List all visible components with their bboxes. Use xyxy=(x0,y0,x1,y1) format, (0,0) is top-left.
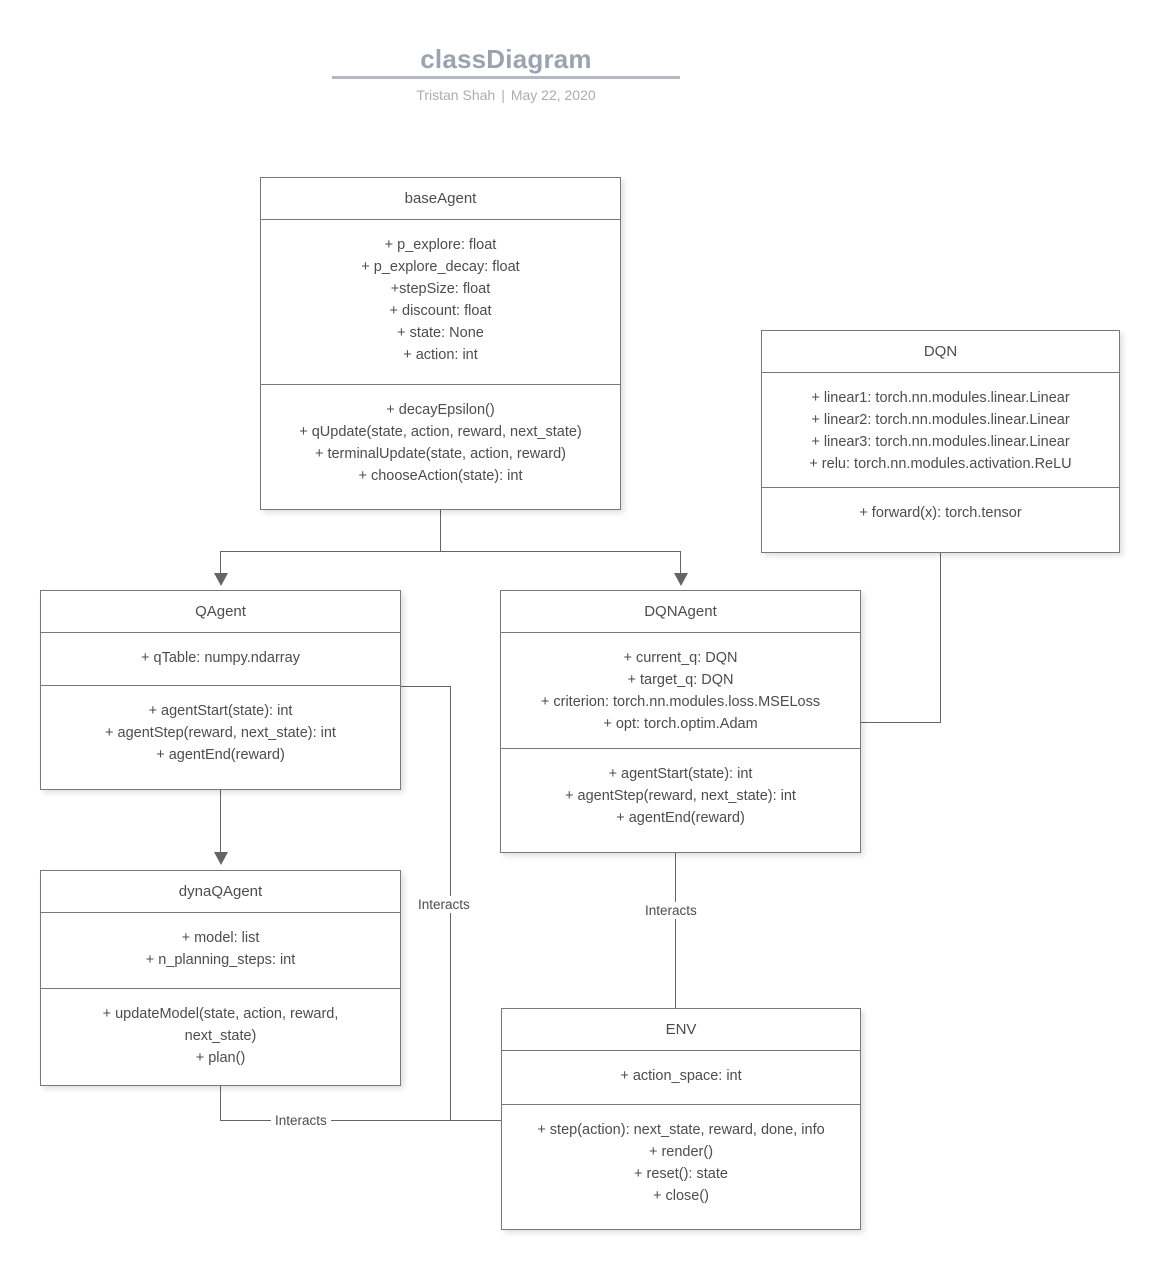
byline-date: May 22, 2020 xyxy=(510,87,596,103)
attribute-list: + qTable: numpy.ndarray xyxy=(141,650,300,666)
edge-label-dqnagent-env: Interacts xyxy=(641,902,701,919)
method-list: + agentStart(state): int + agentStep(rew… xyxy=(105,703,336,763)
class-name-dqnagent: DQNAgent xyxy=(501,591,860,633)
class-attributes-dynaqagent: + model: list + n_planning_steps: int xyxy=(41,913,400,989)
page-title: classDiagram xyxy=(420,44,592,74)
edge-label-dynaqagent-env: Interacts xyxy=(271,1112,331,1129)
connector-baseagent-to-qagent xyxy=(220,551,221,574)
connector-baseagent-to-dqnagent xyxy=(680,551,681,574)
connector-dqn-to-dqnagent-horizontal xyxy=(860,722,941,723)
connector-qagent-to-dynaqagent xyxy=(220,790,221,853)
class-box-dqn[interactable]: DQN + linear1: torch.nn.modules.linear.L… xyxy=(761,330,1120,553)
class-box-dynaqagent[interactable]: dynaQAgent + model: list + n_planning_st… xyxy=(40,870,401,1086)
method-list: + step(action): next_state, reward, done… xyxy=(537,1122,825,1204)
edge-label-qagent-env: Interacts xyxy=(414,896,474,913)
attribute-list: + current_q: DQN + target_q: DQN + crite… xyxy=(540,650,821,732)
class-methods-dqn: + forward(x): torch.tensor xyxy=(762,488,1119,548)
attribute-list: + linear1: torch.nn.modules.linear.Linea… xyxy=(809,390,1072,472)
method-list: + agentStart(state): int + agentStep(rew… xyxy=(565,766,796,826)
class-name-dqn: DQN xyxy=(762,331,1119,373)
arrowhead-dynaqagent xyxy=(214,852,228,865)
method-list: + decayEpsilon() + qUpdate(state, action… xyxy=(299,402,582,484)
class-methods-dynaqagent: + updateModel(state, action, reward, nex… xyxy=(41,989,400,1082)
attribute-list: + p_explore: float + p_explore_decay: fl… xyxy=(361,237,520,363)
byline-separator: | xyxy=(501,87,505,103)
class-methods-env: + step(action): next_state, reward, done… xyxy=(502,1105,860,1226)
method-list: + forward(x): torch.tensor xyxy=(859,505,1022,521)
class-name-qagent: QAgent xyxy=(41,591,400,633)
connector-dynaqagent-env-horizontal xyxy=(220,1120,502,1121)
class-name-baseagent: baseAgent xyxy=(261,178,620,220)
connector-dynaqagent-env-vertical xyxy=(220,1086,221,1121)
title-divider xyxy=(332,76,680,79)
connector-baseagent-bus xyxy=(220,551,681,552)
byline: Tristan Shah | May 22, 2020 xyxy=(332,87,680,103)
class-attributes-baseagent: + p_explore: float + p_explore_decay: fl… xyxy=(261,220,620,385)
class-methods-baseagent: + decayEpsilon() + qUpdate(state, action… xyxy=(261,385,620,507)
arrowhead-qagent xyxy=(214,573,228,586)
arrowhead-dqnagent xyxy=(674,573,688,586)
class-methods-dqnagent: + agentStart(state): int + agentStep(rew… xyxy=(501,749,860,849)
class-name-dynaqagent: dynaQAgent xyxy=(41,871,400,913)
class-attributes-env: + action_space: int xyxy=(502,1051,860,1105)
connector-dqn-to-dqnagent-vertical xyxy=(940,553,941,723)
connector-qagent-env-horizontal xyxy=(400,686,451,687)
class-box-qagent[interactable]: QAgent + qTable: numpy.ndarray + agentSt… xyxy=(40,590,401,790)
class-attributes-dqn: + linear1: torch.nn.modules.linear.Linea… xyxy=(762,373,1119,488)
connector-dqnagent-env-vertical xyxy=(675,853,676,1008)
connector-baseagent-stem xyxy=(440,509,441,552)
class-box-dqnagent[interactable]: DQNAgent + current_q: DQN + target_q: DQ… xyxy=(500,590,861,853)
class-box-baseagent[interactable]: baseAgent + p_explore: float + p_explore… xyxy=(260,177,621,510)
class-attributes-dqnagent: + current_q: DQN + target_q: DQN + crite… xyxy=(501,633,860,749)
method-list: + updateModel(state, action, reward, nex… xyxy=(102,1006,339,1066)
attribute-list: + action_space: int xyxy=(620,1068,742,1084)
class-name-env: ENV xyxy=(502,1009,860,1051)
class-methods-qagent: + agentStart(state): int + agentStep(rew… xyxy=(41,686,400,786)
attribute-list: + model: list + n_planning_steps: int xyxy=(145,930,296,968)
byline-author: Tristan Shah xyxy=(416,87,496,103)
class-box-env[interactable]: ENV + action_space: int + step(action): … xyxy=(501,1008,861,1230)
class-attributes-qagent: + qTable: numpy.ndarray xyxy=(41,633,400,686)
